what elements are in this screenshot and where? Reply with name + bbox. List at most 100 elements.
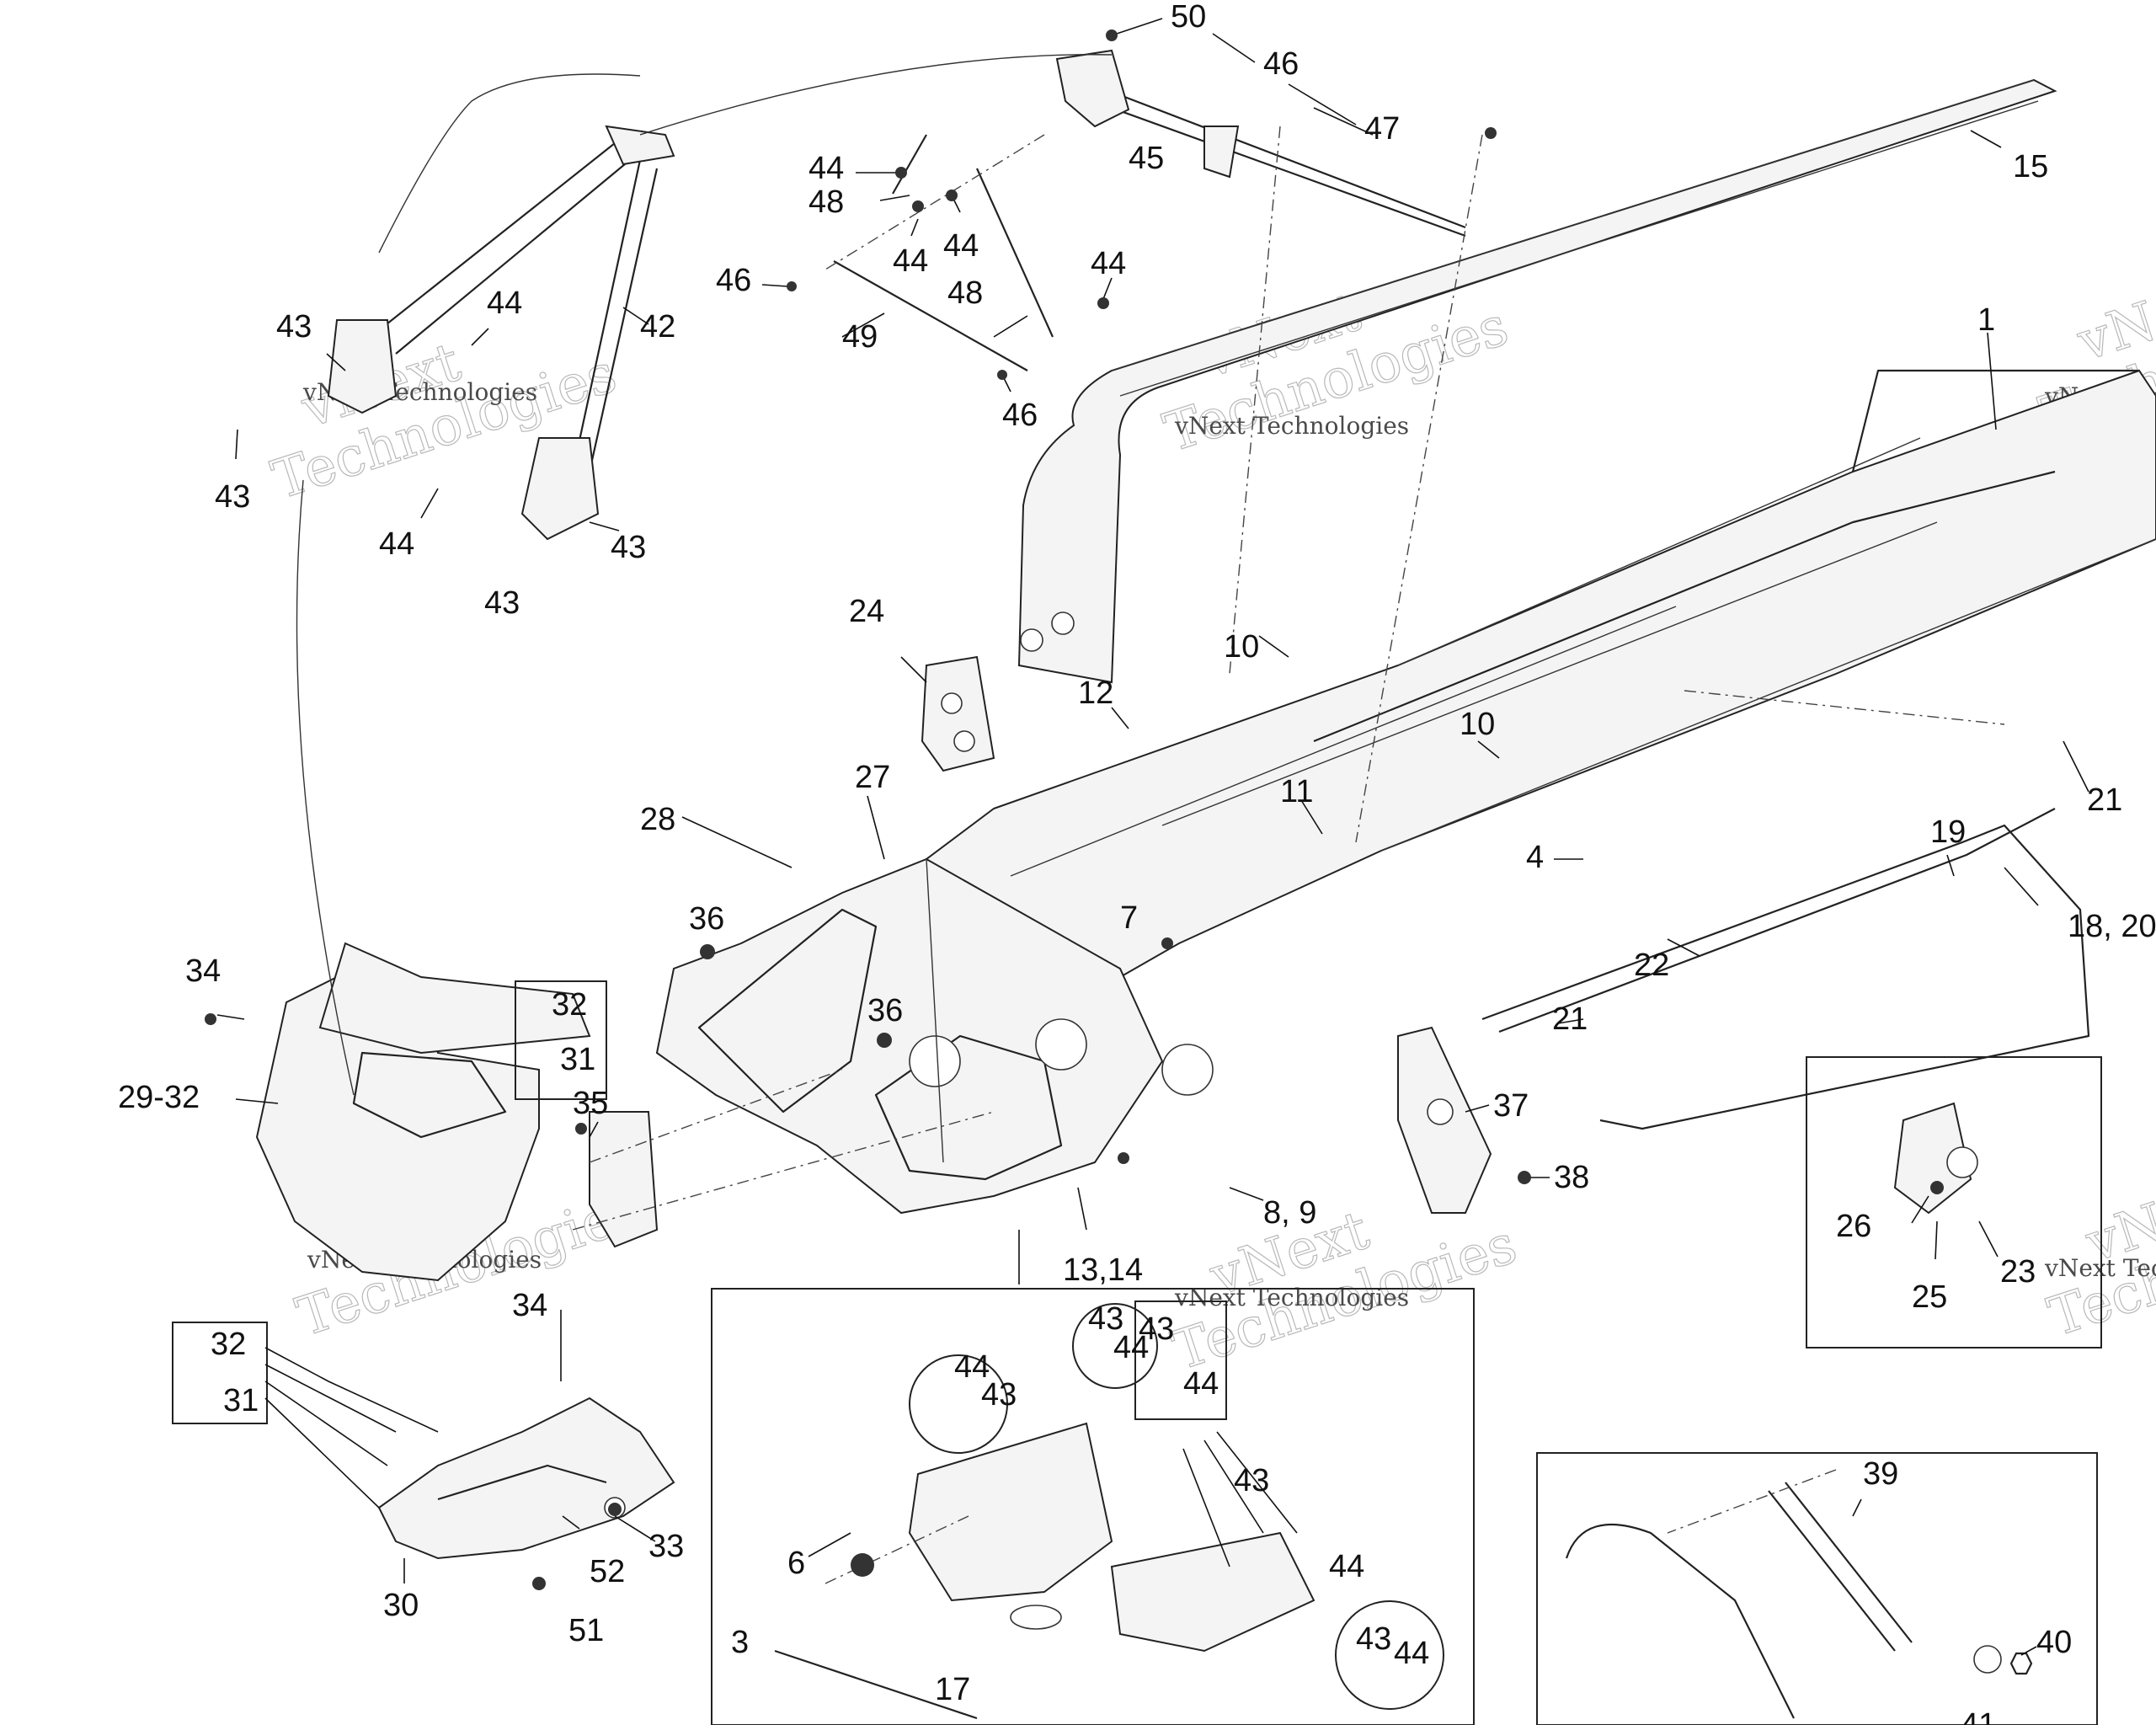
tunnel-panel (1017, 78, 2057, 684)
callout-44: 44 (1091, 246, 1126, 281)
callout-30: 30 (383, 1588, 419, 1623)
callout-43: 43 (484, 585, 520, 621)
callout-43: 43 (1139, 1311, 1174, 1347)
callout-45: 45 (1129, 141, 1164, 176)
callout-44: 44 (379, 526, 414, 562)
callout-3: 3 (731, 1625, 749, 1660)
callout-28: 28 (640, 802, 675, 837)
callout-11: 11 (1280, 774, 1313, 809)
inset-39-part (1565, 1482, 2033, 1719)
watermark-caption: vNext Technologies (1174, 1284, 1409, 1311)
callout-36: 36 (867, 993, 903, 1028)
callout-23: 23 (2000, 1254, 2036, 1290)
callout-52: 52 (590, 1554, 625, 1589)
callout-44: 44 (1329, 1549, 1364, 1584)
inset-box-31-32-upper (515, 980, 607, 1100)
callout-49: 49 (842, 319, 878, 355)
inset-box-43-44 (1134, 1300, 1227, 1420)
callout-50: 50 (1171, 0, 1206, 35)
callout-46: 46 (716, 263, 751, 298)
callout-44: 44 (954, 1349, 990, 1385)
inset-frame-part (774, 1422, 1315, 1720)
callout-32: 32 (211, 1327, 246, 1362)
inset-box-39-41 (1536, 1452, 2098, 1725)
callout-32: 32 (552, 987, 587, 1023)
callout-21: 21 (2087, 782, 2122, 818)
callout-35: 35 (573, 1086, 608, 1121)
callout-1: 1 (1977, 302, 1995, 338)
callout-42: 42 (640, 309, 675, 344)
front-frame (655, 857, 1214, 1215)
callout-19: 19 (1930, 814, 1966, 850)
callout-41: 41 (1961, 1707, 1996, 1725)
inset-box-31-32-lower (172, 1322, 268, 1424)
inset-box-front-frame (711, 1288, 1475, 1725)
inset-box-23-26 (1806, 1056, 2102, 1348)
callout-43: 43 (1356, 1621, 1391, 1657)
callout-44: 44 (1394, 1636, 1429, 1671)
callout-44: 44 (1113, 1330, 1149, 1365)
callout-labels: 50 46 47 15 45 44 48 44 44 46 48 44 49 4… (118, 0, 2156, 1725)
callout-33: 33 (648, 1529, 684, 1564)
callout-13-14: 13,14 (1063, 1252, 1143, 1288)
callout-46: 46 (1002, 398, 1038, 433)
callout-48: 48 (808, 184, 844, 220)
callout-26: 26 (1836, 1209, 1871, 1244)
inset-circle-43-44-c (1335, 1600, 1444, 1710)
callout-43: 43 (276, 309, 312, 344)
callout-43: 43 (1088, 1301, 1123, 1337)
callout-4: 4 (1526, 840, 1544, 875)
inset-23-part (1893, 1102, 1978, 1215)
steering-post-assembly (327, 125, 675, 541)
callout-46: 46 (1263, 46, 1299, 82)
callout-12: 12 (1078, 676, 1113, 711)
callout-31: 31 (223, 1383, 259, 1418)
callout-22: 22 (1634, 948, 1669, 983)
callout-44: 44 (487, 286, 522, 321)
callout-8-9: 8, 9 (1263, 1195, 1316, 1231)
lower-bracket (377, 1397, 675, 1560)
callout-37: 37 (1493, 1088, 1529, 1124)
side-bracket-37 (1397, 1026, 1492, 1214)
callout-27: 27 (855, 760, 890, 795)
alignment-lines (296, 54, 2005, 1584)
callout-43: 43 (611, 530, 646, 565)
callout-40: 40 (2036, 1625, 2072, 1660)
callout-31: 31 (560, 1042, 595, 1077)
callout-48: 48 (947, 275, 983, 311)
callout-18-20: 18, 20 (2068, 909, 2156, 944)
callout-15: 15 (2013, 149, 2048, 184)
callout-39: 39 (1863, 1456, 1898, 1492)
inset-circle-43-44-a (1072, 1303, 1158, 1389)
callout-10: 10 (1224, 629, 1259, 665)
upper-column-assembly (833, 49, 1466, 371)
callout-44: 44 (1183, 1366, 1219, 1402)
hardware-markers (205, 29, 1944, 1590)
callout-21: 21 (1552, 1001, 1588, 1037)
callout-44: 44 (943, 228, 979, 264)
callout-17: 17 (935, 1672, 970, 1707)
callout-43: 43 (981, 1377, 1017, 1413)
callout-10: 10 (1460, 707, 1495, 742)
callout-34: 34 (512, 1288, 547, 1323)
callout-43: 43 (1234, 1463, 1269, 1498)
running-board (1481, 808, 2090, 1130)
callout-44: 44 (808, 151, 844, 186)
callout-43: 43 (215, 479, 250, 515)
callout-29-32: 29-32 (118, 1080, 200, 1115)
support-24 (921, 655, 995, 772)
inset-circle-43-44-b (909, 1354, 1008, 1454)
callout-34: 34 (185, 953, 221, 989)
leader-lines (216, 18, 2089, 1656)
callout-6: 6 (787, 1546, 805, 1581)
front-bracket-assembly (255, 942, 659, 1282)
callout-24: 24 (849, 594, 884, 629)
watermark-caption: vNext Technologies (2044, 1254, 2156, 1282)
watermark-caption: vNext Technologies (1174, 412, 1409, 440)
callout-25: 25 (1912, 1279, 1947, 1315)
callout-44: 44 (893, 243, 928, 279)
callout-51: 51 (568, 1613, 604, 1648)
callout-47: 47 (1364, 111, 1400, 147)
callout-7: 7 (1120, 900, 1138, 936)
